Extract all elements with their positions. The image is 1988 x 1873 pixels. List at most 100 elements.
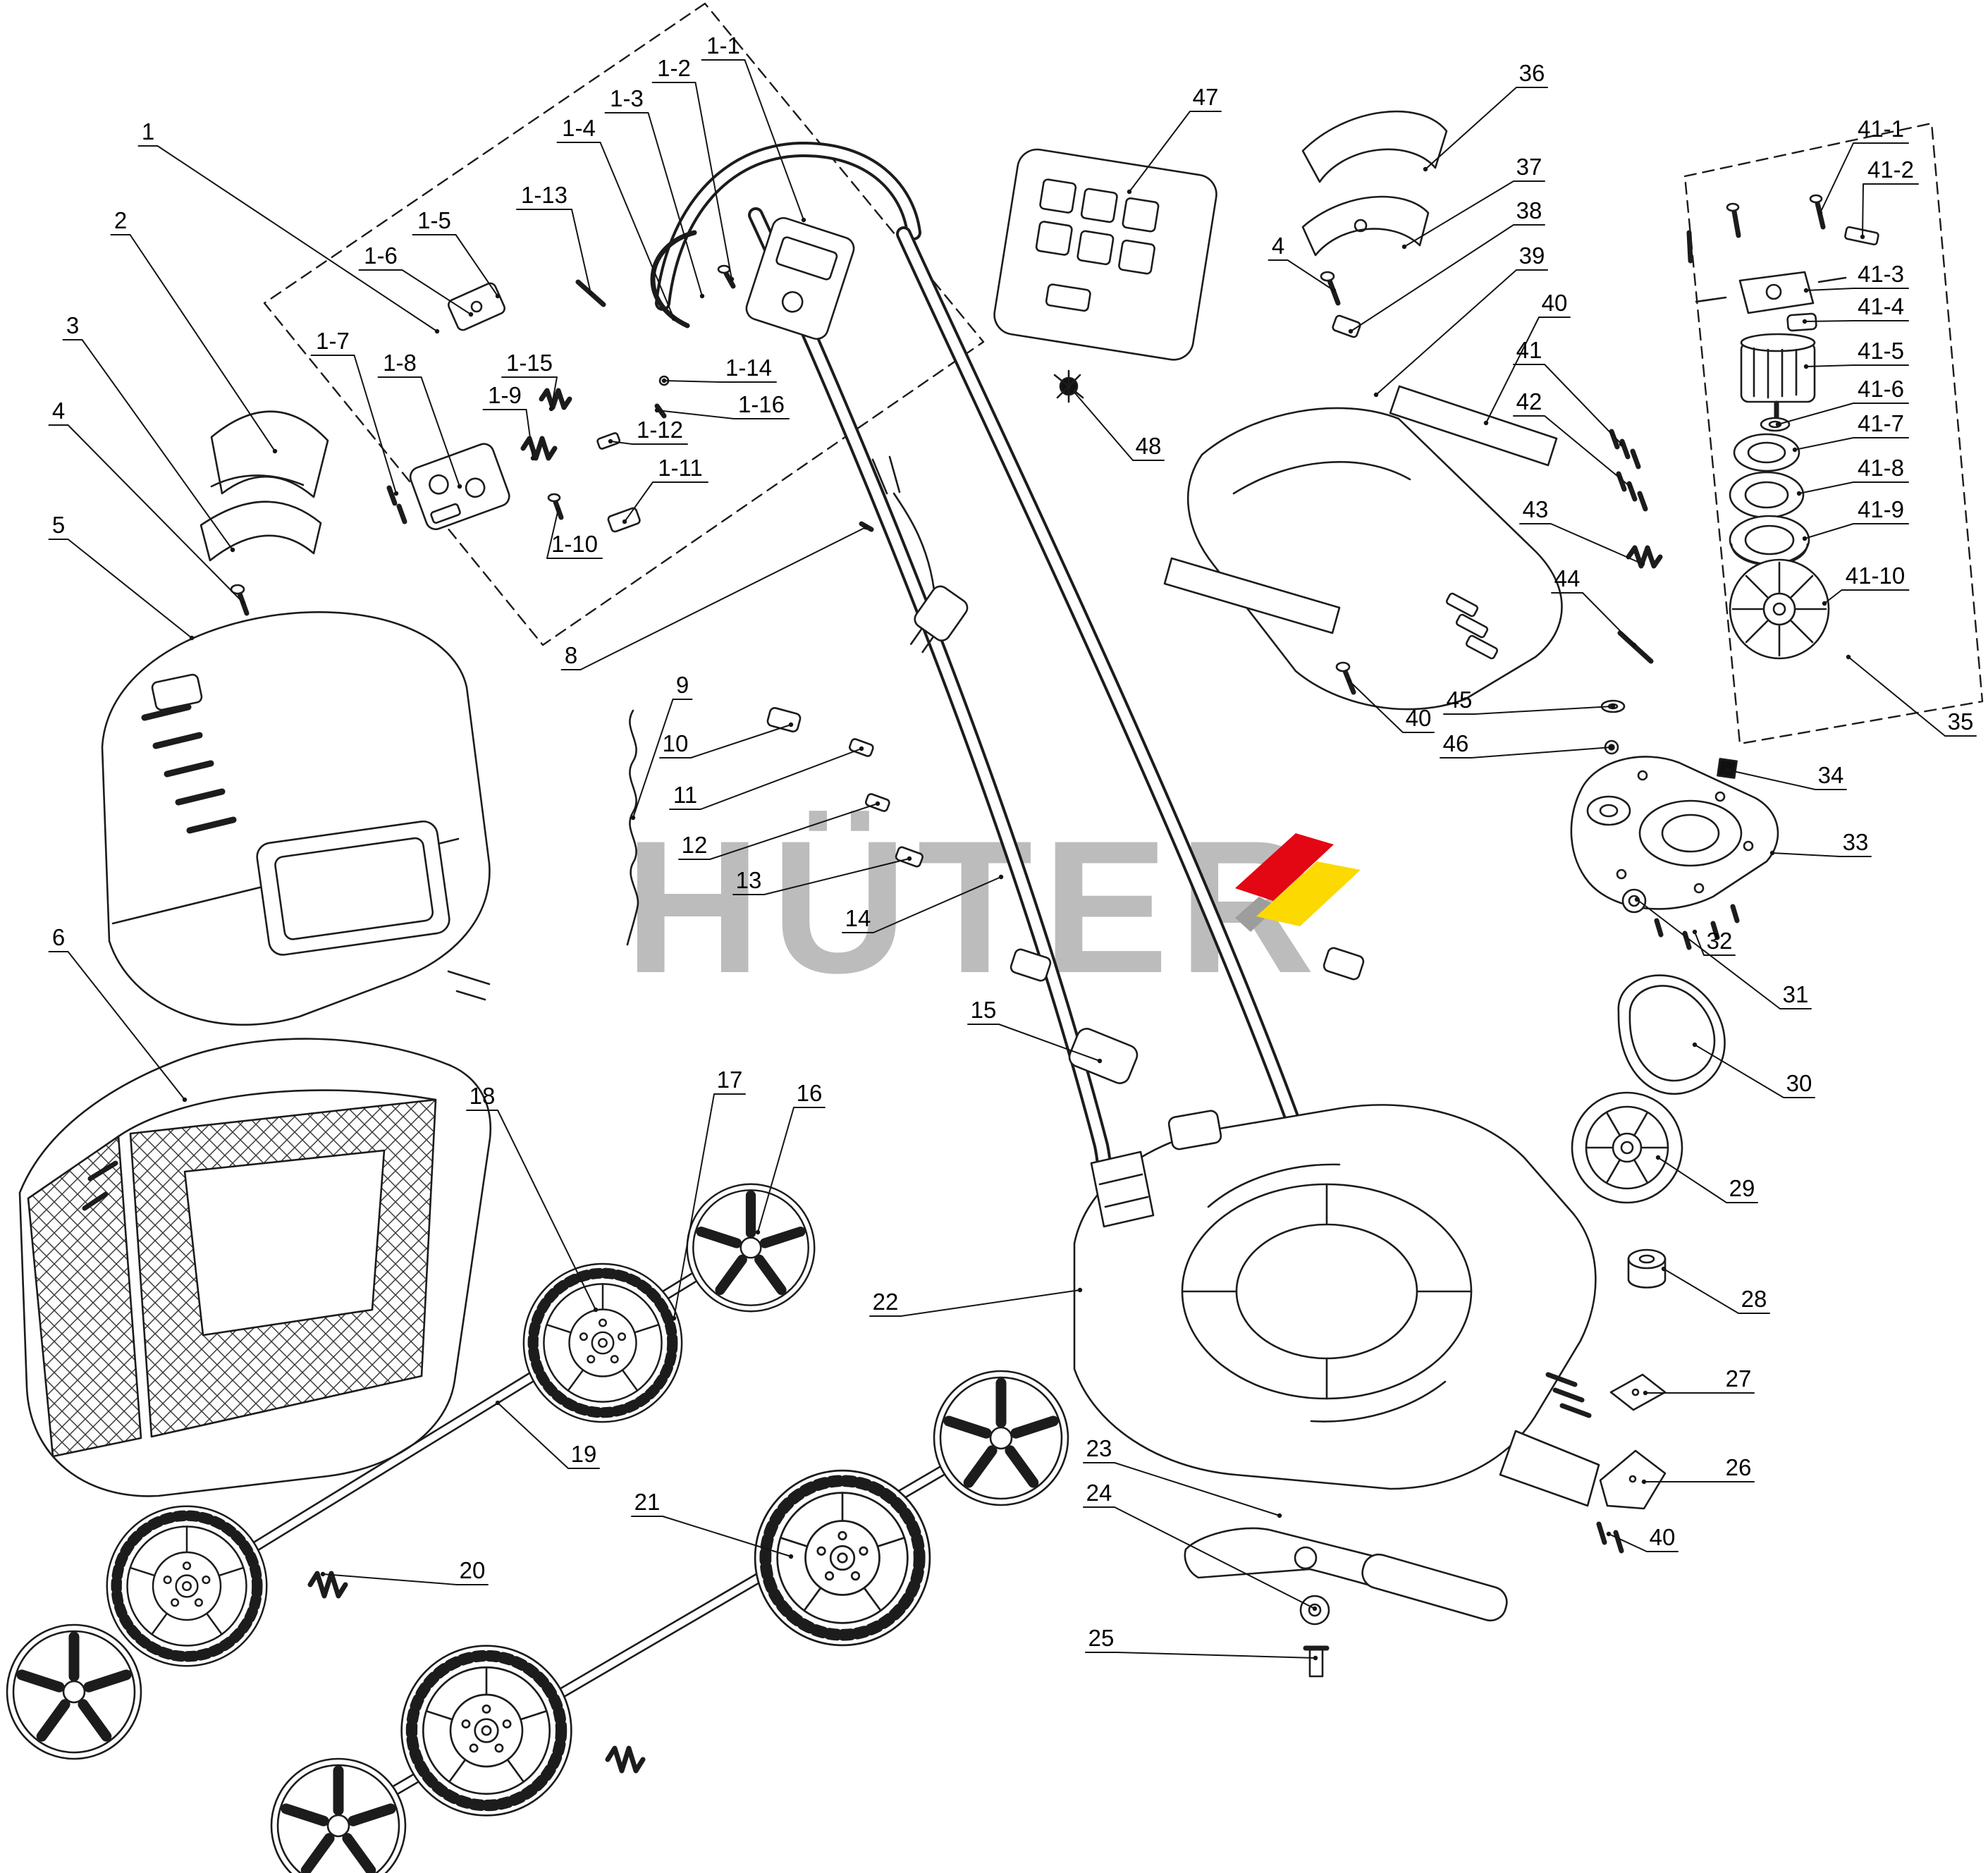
part-label-42: 42 [1513,388,1633,489]
svg-text:1-15: 1-15 [506,350,553,376]
svg-text:32: 32 [1707,928,1733,954]
part-label-41-4: 41-4 [1802,293,1909,324]
part-label-26: 26 [1641,1454,1755,1485]
part-label-1-9: 1-9 [482,382,536,461]
part-label-41-6: 41-6 [1775,376,1909,427]
part-label-1-1: 1-1 [701,32,806,223]
svg-text:25: 25 [1088,1625,1115,1651]
svg-text:40: 40 [1650,1524,1676,1550]
svg-text:4: 4 [1272,233,1284,259]
part-label-16: 16 [755,1080,826,1235]
part-label-41-2: 41-2 [1860,156,1919,240]
svg-text:18: 18 [470,1083,496,1109]
part-label-1-3: 1-3 [604,85,705,299]
part-label-30: 30 [1692,1042,1815,1098]
svg-text:29: 29 [1729,1175,1755,1201]
svg-text:48: 48 [1136,433,1162,459]
part-label-6: 6 [48,924,188,1103]
part-label-40: 40 [1606,1524,1679,1552]
part-label-12: 12 [678,801,881,860]
part-label-20: 20 [320,1557,489,1585]
svg-text:16: 16 [797,1080,823,1106]
svg-text:10: 10 [663,730,689,756]
top-handles-drawing [1301,110,1448,257]
part-label-18: 18 [466,1083,599,1313]
svg-text:1-12: 1-12 [637,417,683,443]
svg-text:38: 38 [1516,197,1542,223]
labels-layer: 1234568910111213141516171819202122232425… [48,32,1977,1661]
motor-parts-drawing [1686,194,1879,660]
svg-text:9: 9 [676,672,689,698]
svg-text:1-4: 1-4 [562,115,596,141]
part-label-45: 45 [1443,687,1616,715]
svg-text:41-5: 41-5 [1858,338,1904,364]
svg-text:3: 3 [66,312,79,338]
part-label-1-13: 1-13 [516,182,594,296]
svg-text:20: 20 [460,1557,486,1583]
svg-text:1-11: 1-11 [658,455,703,481]
part-label-5: 5 [48,512,195,641]
part-label-1-10: 1-10 [546,506,603,559]
part-label-38: 38 [1348,197,1545,334]
part-label-23: 23 [1083,1435,1282,1518]
svg-text:41: 41 [1516,337,1542,363]
part-label-40: 40 [1483,290,1571,426]
svg-text:1-10: 1-10 [551,531,598,557]
svg-text:40: 40 [1406,705,1432,731]
svg-text:23: 23 [1086,1435,1112,1461]
svg-text:1-9: 1-9 [488,382,522,408]
svg-text:41-4: 41-4 [1858,293,1904,319]
svg-text:41-1: 41-1 [1858,116,1904,142]
svg-text:36: 36 [1519,60,1545,86]
svg-text:1-1: 1-1 [706,32,740,59]
grass-box-drawing [18,1038,492,1497]
part-label-47: 47 [1127,84,1222,195]
part-label-44: 44 [1551,565,1637,648]
svg-text:12: 12 [682,832,708,858]
part-label-36: 36 [1423,60,1548,172]
svg-text:1-6: 1-6 [364,242,398,269]
part-label-41-3: 41-3 [1803,261,1909,293]
svg-text:22: 22 [873,1289,899,1315]
svg-text:45: 45 [1447,687,1473,713]
svg-text:15: 15 [971,997,997,1023]
part-label-1-15: 1-15 [501,350,558,412]
svg-text:41-8: 41-8 [1858,455,1904,481]
svg-text:4: 4 [52,398,65,424]
part-label-48: 48 [1069,386,1165,461]
part-label-10: 10 [659,722,794,759]
belt-pulley-drawing [1571,974,1726,1289]
svg-text:46: 46 [1443,730,1469,756]
rear-plate-drawing [1570,756,1779,950]
svg-text:28: 28 [1741,1286,1767,1312]
svg-text:2: 2 [114,207,127,233]
part-label-4: 4 [48,398,246,606]
svg-text:35: 35 [1948,708,1974,735]
svg-text:30: 30 [1786,1070,1812,1096]
part-label-33: 33 [1769,829,1872,857]
svg-text:41-3: 41-3 [1858,261,1904,287]
svg-text:1-7: 1-7 [316,328,350,354]
part-label-22: 22 [869,1287,1083,1317]
svg-text:8: 8 [565,642,577,668]
group-box-motor-assembly [1683,122,1984,745]
svg-text:41-2: 41-2 [1867,156,1914,183]
group-box-switch-assembly [263,2,985,646]
top-cover-drawing [101,611,491,1026]
part-label-37: 37 [1401,154,1545,250]
part-label-1-16: 1-16 [654,391,790,419]
svg-text:44: 44 [1554,565,1581,591]
part-label-19: 19 [495,1400,600,1469]
part-label-27: 27 [1643,1365,1755,1396]
svg-text:47: 47 [1193,84,1219,110]
part-label-46: 46 [1440,730,1614,759]
part-label-29: 29 [1655,1155,1758,1203]
handle-bar-drawing [655,141,1365,1346]
svg-text:1-14: 1-14 [725,355,772,381]
small-plates-drawing [1596,1373,1667,1554]
svg-text:41-9: 41-9 [1858,496,1904,522]
part-label-41-9: 41-9 [1802,496,1909,541]
switch-assembly-drawing [386,216,855,533]
part-label-41: 41 [1513,337,1624,447]
